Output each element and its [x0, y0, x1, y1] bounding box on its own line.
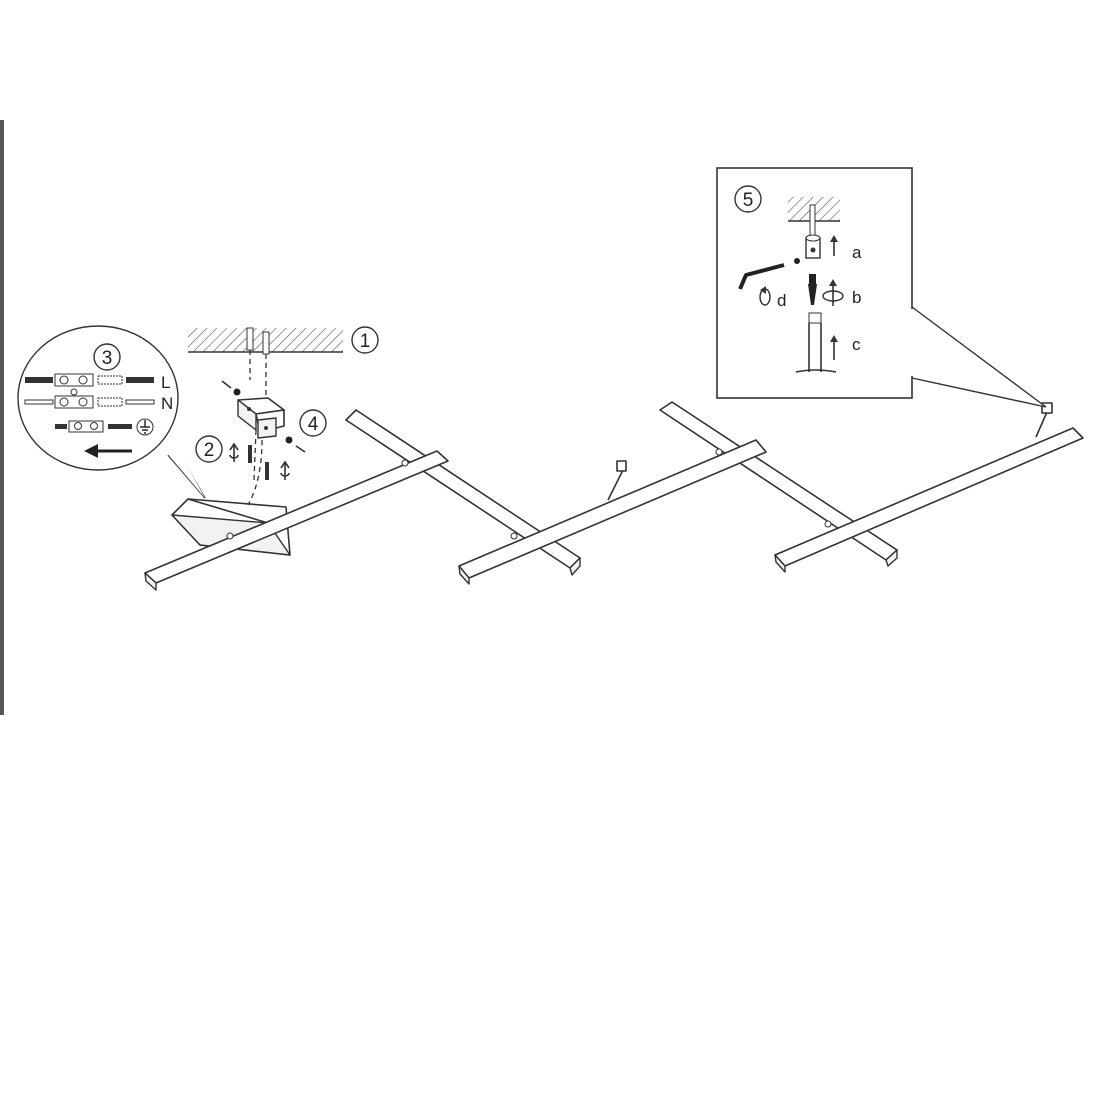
screw-icon	[808, 274, 817, 305]
step-5-circle	[734, 185, 762, 213]
hex-key-icon	[738, 258, 800, 290]
part-label-b: b	[852, 288, 861, 307]
step-4-number: 4	[308, 414, 319, 435]
rotate-arrow-icon	[280, 460, 290, 480]
label-live: L	[161, 373, 170, 392]
rotate-arrow-icon	[759, 286, 771, 306]
left-edge-bar	[0, 120, 4, 715]
mounting-bracket	[237, 397, 285, 439]
terminal-block-neutral	[24, 395, 155, 409]
lamp-fixture	[144, 401, 1084, 591]
screw-icon	[248, 445, 269, 480]
step-3-circle	[93, 343, 121, 371]
screw-icon	[221, 380, 306, 453]
step-2-circle	[195, 435, 223, 463]
part-label-d: d	[777, 291, 786, 310]
terminal-block-live	[25, 373, 154, 387]
main-bar-3	[774, 427, 1084, 573]
step-1-number: 1	[360, 331, 371, 352]
dashed-guides	[247, 350, 267, 506]
detail-callout-box: 5 a d	[716, 167, 1047, 408]
suspension-rod	[1035, 402, 1053, 438]
joint	[715, 448, 723, 456]
joint	[226, 532, 234, 540]
step-3-number: 3	[102, 348, 113, 369]
joint	[824, 520, 832, 528]
step-1-circle	[351, 326, 379, 354]
connector-rod	[607, 460, 627, 501]
rotate-arrow-icon	[229, 442, 239, 462]
wiring-callout: 3 L N	[17, 325, 206, 499]
cross-bar-2	[659, 401, 898, 567]
joint	[401, 459, 409, 467]
cross-bar-1	[345, 409, 581, 576]
arrow-left-icon	[84, 444, 132, 458]
step-2-number: 2	[204, 440, 215, 461]
step-1-ceiling: 1	[188, 326, 379, 355]
step-5-number: 5	[743, 190, 754, 211]
main-bar-1	[144, 450, 449, 591]
ceiling-cap	[805, 234, 821, 259]
terminal-block-ground	[55, 420, 132, 433]
main-bar-2	[458, 439, 767, 585]
part-label-c: c	[852, 335, 861, 354]
label-neutral: N	[161, 394, 173, 413]
joint	[510, 532, 518, 540]
part-label-a: a	[852, 243, 862, 262]
step-4-circle	[299, 409, 327, 437]
suspension-rod-detail	[795, 312, 837, 373]
rotate-arrow-icon	[822, 279, 844, 306]
ground-symbol-icon	[136, 418, 154, 436]
